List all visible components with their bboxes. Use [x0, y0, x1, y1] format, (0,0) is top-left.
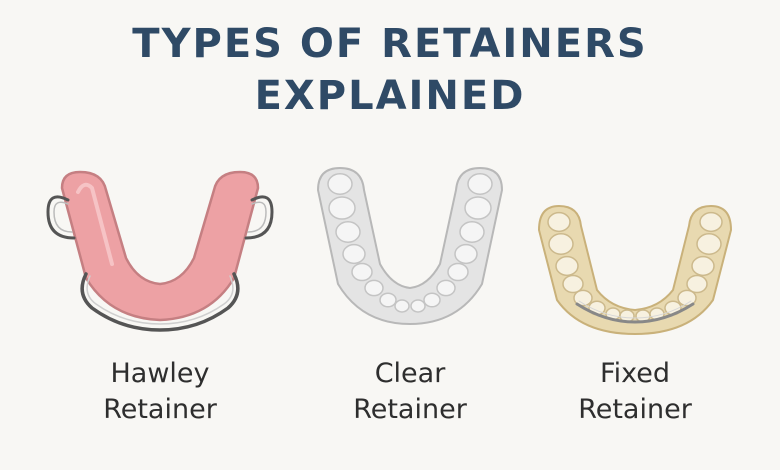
fixed-retainer-panel — [535, 200, 735, 336]
tooth — [364, 279, 384, 297]
tooth — [447, 262, 469, 282]
hawley-retainer-panel — [40, 160, 280, 335]
tooth — [459, 221, 485, 243]
hawley-label-line-1: Hawley — [110, 358, 210, 389]
tooth — [562, 274, 584, 294]
title-line-1: TYPES OF RETAINERS — [132, 21, 648, 67]
tooth — [686, 274, 708, 294]
tooth — [335, 221, 361, 243]
clear-retainer-label: Clear Retainer — [280, 356, 540, 428]
fixed-retainer-icon — [538, 205, 732, 335]
title-line-2: EXPLAINED — [254, 73, 526, 119]
tooth — [548, 233, 574, 255]
tooth — [436, 279, 456, 297]
fixed-retainer-label: Fixed Retainer — [505, 356, 765, 428]
tooth — [573, 289, 593, 307]
fixed-label-line-2: Retainer — [578, 394, 692, 425]
tooth — [351, 262, 373, 282]
clear-retainer-panel — [312, 160, 508, 330]
tooth — [696, 233, 722, 255]
tooth — [454, 243, 478, 265]
tooth — [410, 299, 426, 313]
tooth — [677, 289, 697, 307]
page-title: TYPES OF RETAINERS EXPLAINED — [0, 18, 780, 122]
hawley-label-line-2: Retainer — [103, 394, 217, 425]
fixed-label-line-1: Fixed — [600, 358, 670, 389]
tooth — [328, 196, 356, 220]
hawley-retainer-icon — [46, 170, 274, 332]
tooth — [547, 211, 571, 233]
tooth — [342, 243, 366, 265]
clear-label-line-1: Clear — [374, 358, 446, 389]
tooth — [394, 299, 410, 313]
tooth — [555, 255, 579, 277]
clear-retainer-icon — [317, 167, 503, 325]
hawley-retainer-label: Hawley Retainer — [30, 356, 290, 428]
clear-label-line-2: Retainer — [353, 394, 467, 425]
tooth — [379, 292, 397, 308]
tooth — [467, 173, 493, 195]
tooth — [423, 292, 441, 308]
tooth — [327, 173, 353, 195]
tooth — [699, 211, 723, 233]
tooth — [464, 196, 492, 220]
tooth — [691, 255, 715, 277]
